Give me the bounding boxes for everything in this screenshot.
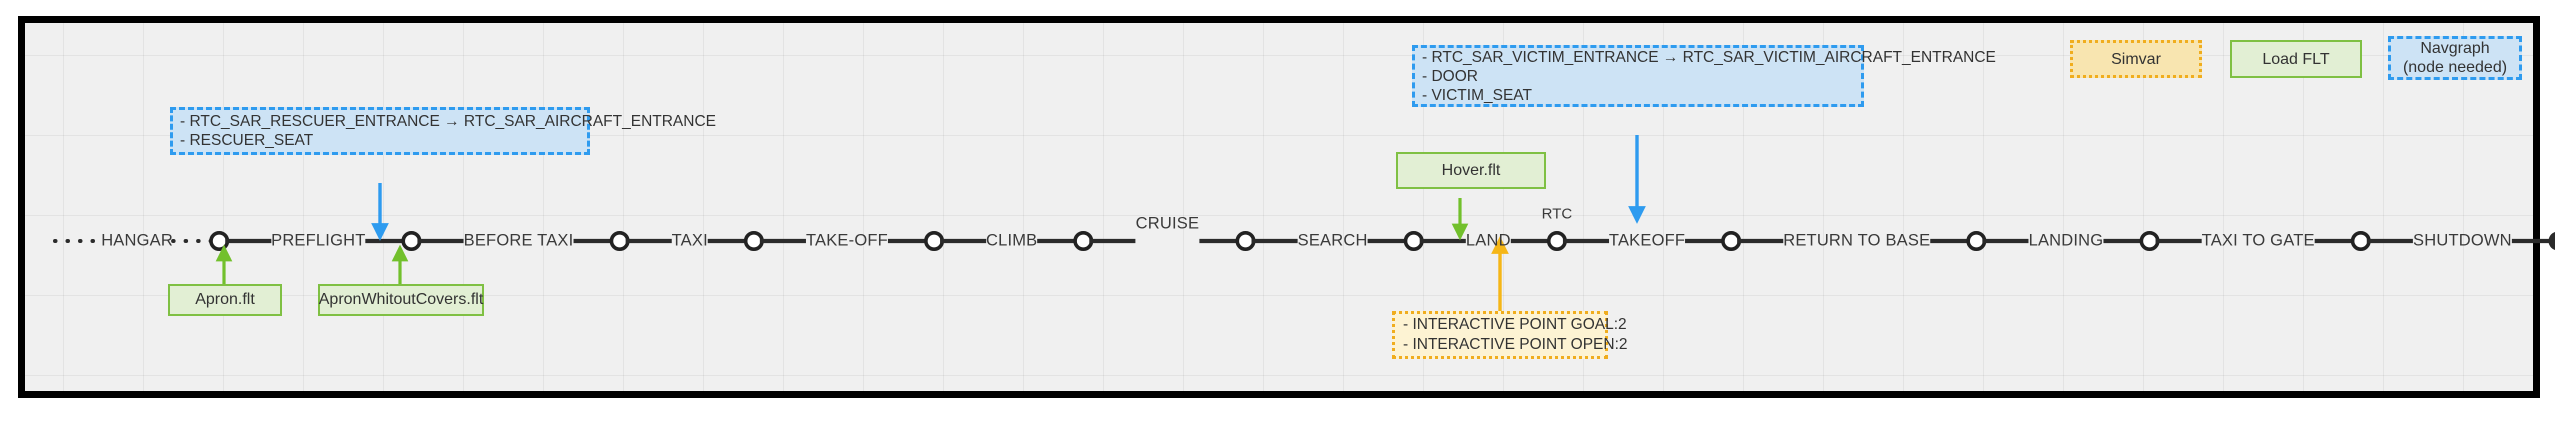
interactive-line-1: - INTERACTIVE POINT GOAL:2 <box>1403 316 1627 333</box>
timeline-node[interactable] <box>2350 231 2371 252</box>
victim-line-3: - VICTIM_SEAT <box>1422 86 1532 104</box>
timeline-node[interactable] <box>924 231 945 252</box>
timeline-node[interactable] <box>1966 231 1987 252</box>
editor-canvas-frame <box>18 16 2540 398</box>
timeline-label-taxi[interactable]: TAXI <box>671 231 708 250</box>
navgraph-button-label-line1: Navgraph <box>2420 40 2490 57</box>
canvas-grid <box>25 23 2533 391</box>
timeline-node[interactable] <box>1721 231 1742 252</box>
timeline-label-landing[interactable]: LANDING <box>2028 231 2104 250</box>
timeline-node[interactable] <box>1073 231 1094 252</box>
timeline-label-takeoff[interactable]: TAKEOFF <box>1608 231 1686 250</box>
victim-line-1: - RTC_SAR_VICTIM_ENTRANCE → RTC_SAR_VICT… <box>1422 48 1996 66</box>
annotation-box-victim[interactable]: - RTC_SAR_VICTIM_ENTRANCE → RTC_SAR_VICT… <box>1412 45 1996 107</box>
timeline-label-take-off[interactable]: TAKE-OFF <box>805 231 888 250</box>
load-flt-button[interactable]: Load FLT <box>2230 40 2362 78</box>
timeline-label-search[interactable]: SEARCH <box>1297 231 1368 250</box>
timeline-node[interactable] <box>1235 231 1256 252</box>
timeline-node[interactable] <box>1546 231 1567 252</box>
rescuer-line-2: - RESCUER_SEAT <box>180 132 314 149</box>
interactive-line-2: - INTERACTIVE POINT OPEN:2 <box>1403 336 1628 353</box>
timeline-node-caption-rtc: RTC <box>1541 205 1573 223</box>
navgraph-button-label-line2: (node needed) <box>2402 59 2508 76</box>
timeline-label-preflight[interactable]: PREFLIGHT <box>271 231 366 250</box>
timeline-node[interactable] <box>743 231 764 252</box>
simvar-button[interactable]: Simvar <box>2070 40 2202 78</box>
flt-box-apron-whitout-covers[interactable]: ApronWhitoutCovers.flt <box>318 284 484 316</box>
timeline-node[interactable] <box>209 231 230 252</box>
timeline-label-shutdown[interactable]: SHUTDOWN <box>2413 231 2512 250</box>
annotation-box-interactive-points[interactable]: - INTERACTIVE POINT GOAL:2 - INTERACTIVE… <box>1392 311 1628 359</box>
timeline-label-hangar[interactable]: HANGAR <box>101 231 173 250</box>
timeline-label-climb[interactable]: CLIMB <box>985 231 1038 250</box>
victim-line-2: - DOOR <box>1422 67 1478 85</box>
load-flt-button-label: Load FLT <box>2262 50 2330 68</box>
timeline-node[interactable] <box>401 231 422 252</box>
flt-label-apron-whitout-covers: ApronWhitoutCovers.flt <box>318 291 484 308</box>
flt-box-apron[interactable]: Apron.flt <box>168 284 282 316</box>
flt-label-apron: Apron.flt <box>195 291 255 308</box>
timeline-label-return-to-base[interactable]: RETURN TO BASE <box>1783 231 1931 250</box>
rescuer-line-1: - RTC_SAR_RESCUER_ENTRANCE → RTC_SAR_AIR… <box>180 113 716 130</box>
timeline-node[interactable] <box>1403 231 1424 252</box>
timeline-label-taxi-to-gate[interactable]: TAXI TO GATE <box>2201 231 2315 250</box>
timeline-label-land[interactable]: LAND <box>1465 231 1511 250</box>
navgraph-button[interactable]: Navgraph (node needed) <box>2388 36 2522 80</box>
timeline-label-cruise[interactable]: CRUISE <box>1135 214 1200 233</box>
flt-label-hover: Hover.flt <box>1441 161 1501 179</box>
timeline-label-before-taxi[interactable]: BEFORE TAXI <box>463 231 574 250</box>
timeline-node[interactable] <box>2139 231 2160 252</box>
timeline-node[interactable] <box>609 231 630 252</box>
annotation-box-rescuer[interactable]: - RTC_SAR_RESCUER_ENTRANCE → RTC_SAR_AIR… <box>170 107 716 155</box>
timeline-node-terminal[interactable] <box>2548 231 2555 251</box>
simvar-button-label: Simvar <box>2111 50 2161 68</box>
flt-box-hover[interactable]: Hover.flt <box>1396 152 1546 189</box>
